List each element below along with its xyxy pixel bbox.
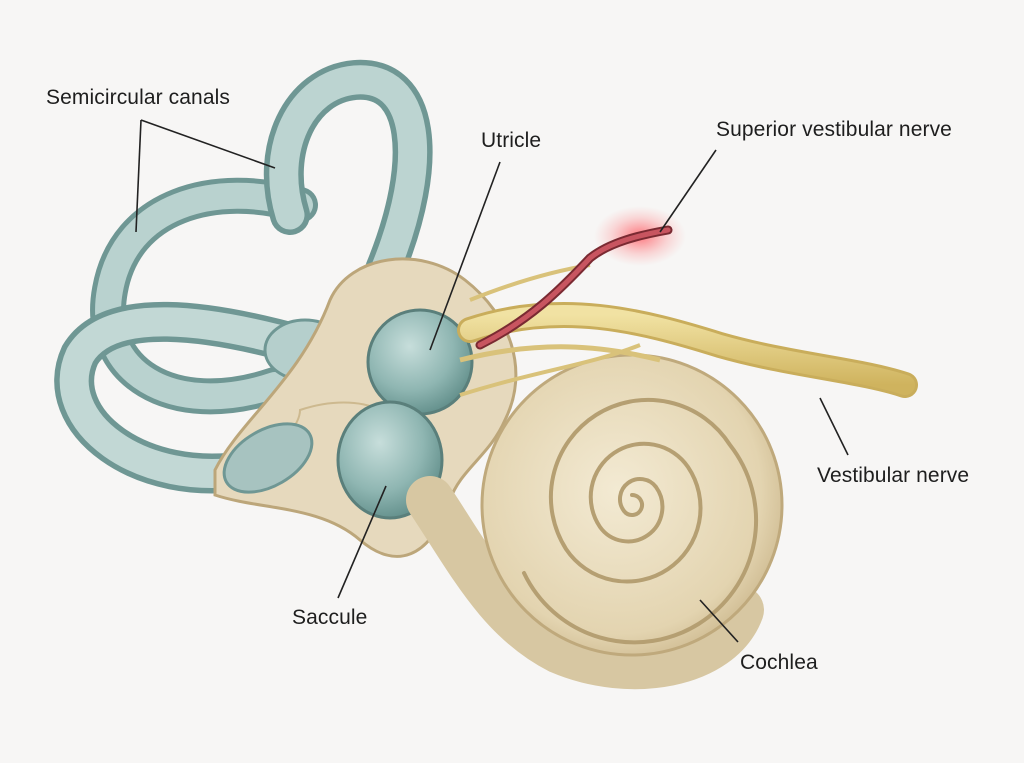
utricle (368, 310, 472, 414)
leader-superior-nerve (660, 150, 716, 232)
leader-semicircular-1 (141, 120, 275, 168)
leader-vestibular-nerve (820, 398, 848, 455)
label-saccule: Saccule (292, 606, 367, 630)
label-vestibular-nerve: Vestibular nerve (817, 464, 969, 488)
label-cochlea: Cochlea (740, 651, 818, 675)
label-superior-vestibular-nerve: Superior vestibular nerve (716, 118, 952, 142)
label-semicircular-canals: Semicircular canals (46, 86, 230, 110)
label-utricle: Utricle (481, 129, 541, 153)
